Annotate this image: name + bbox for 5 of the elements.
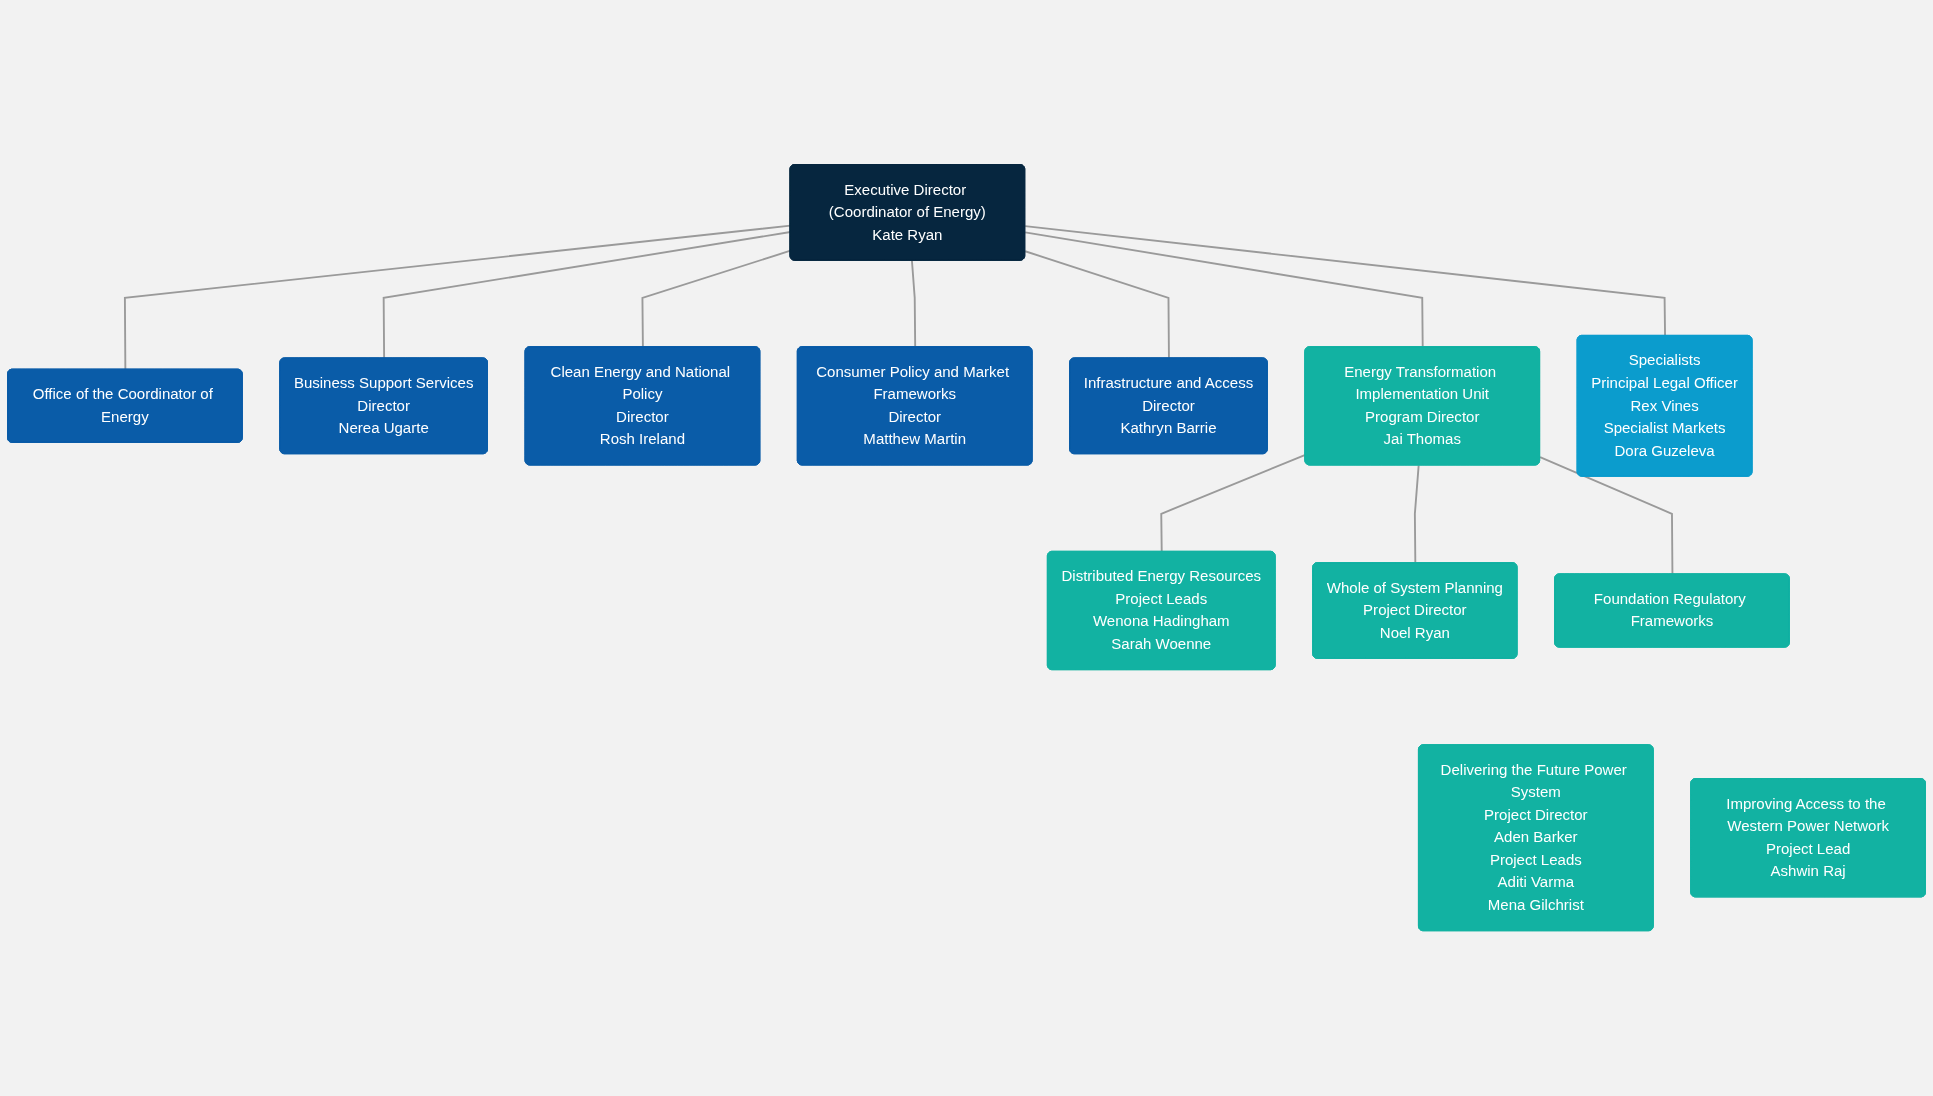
- connector: [1024, 231, 1424, 349]
- connector: [1539, 456, 1674, 576]
- connector: [1024, 250, 1170, 360]
- connector: [911, 260, 917, 349]
- connector: [1413, 464, 1420, 565]
